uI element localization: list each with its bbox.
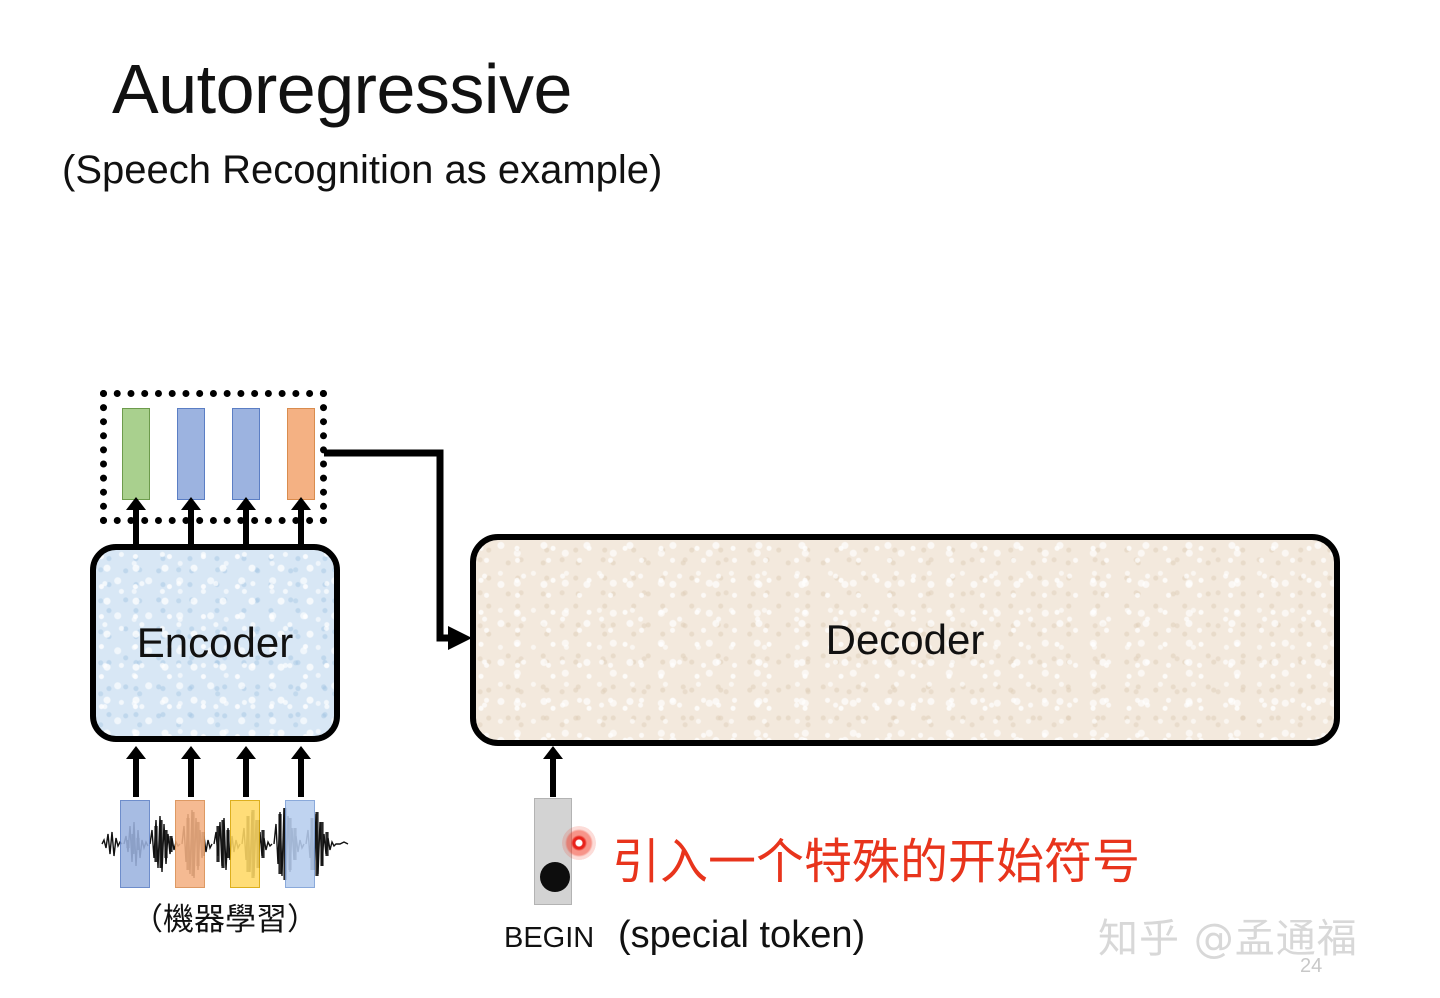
encoder-output-group-box — [100, 390, 327, 524]
encoder-output-arrow-3 — [236, 497, 256, 544]
begin-token-dot-icon — [540, 862, 570, 892]
encoder-output-vector-1 — [122, 408, 150, 500]
decoder-input-arrow — [543, 746, 563, 797]
audio-input-caption: （機器學習） — [132, 902, 318, 937]
encoder-to-decoder-connector — [324, 449, 472, 650]
page-subtitle: (Speech Recognition as example) — [62, 148, 663, 192]
encoder-output-vector-2 — [177, 408, 205, 500]
decoder-label: Decoder — [825, 616, 985, 663]
special-token-caption: (special token) — [618, 914, 866, 956]
decoder-block: Decoder — [470, 534, 1340, 746]
encoder-input-arrow-4 — [291, 746, 311, 797]
encoder-output-arrow-4 — [291, 497, 311, 544]
encoder-output-vector-3 — [232, 408, 260, 500]
audio-waveform — [100, 796, 350, 892]
encoder-input-arrow-2 — [181, 746, 201, 797]
audio-segment-2 — [175, 800, 205, 888]
encoder-block: Encoder — [90, 544, 340, 742]
encoder-input-arrow-3 — [236, 746, 256, 797]
encoder-output-vector-4 — [287, 408, 315, 500]
encoder-label: Encoder — [136, 619, 294, 666]
watermark: 知乎 @孟通福 — [1098, 916, 1358, 962]
laser-pointer-icon — [562, 826, 596, 860]
audio-segment-1 — [120, 800, 150, 888]
page-title: Autoregressive — [112, 50, 572, 128]
audio-segment-3 — [230, 800, 260, 888]
audio-segment-4 — [285, 800, 315, 888]
encoder-input-arrow-1 — [126, 746, 146, 797]
encoder-output-arrow-1 — [126, 497, 146, 544]
begin-token-label: BEGIN — [504, 922, 595, 954]
page-number: 24 — [1300, 955, 1323, 977]
encoder-output-arrow-2 — [181, 497, 201, 544]
annotation-text: 引入一个特殊的开始符号 — [612, 834, 1141, 890]
